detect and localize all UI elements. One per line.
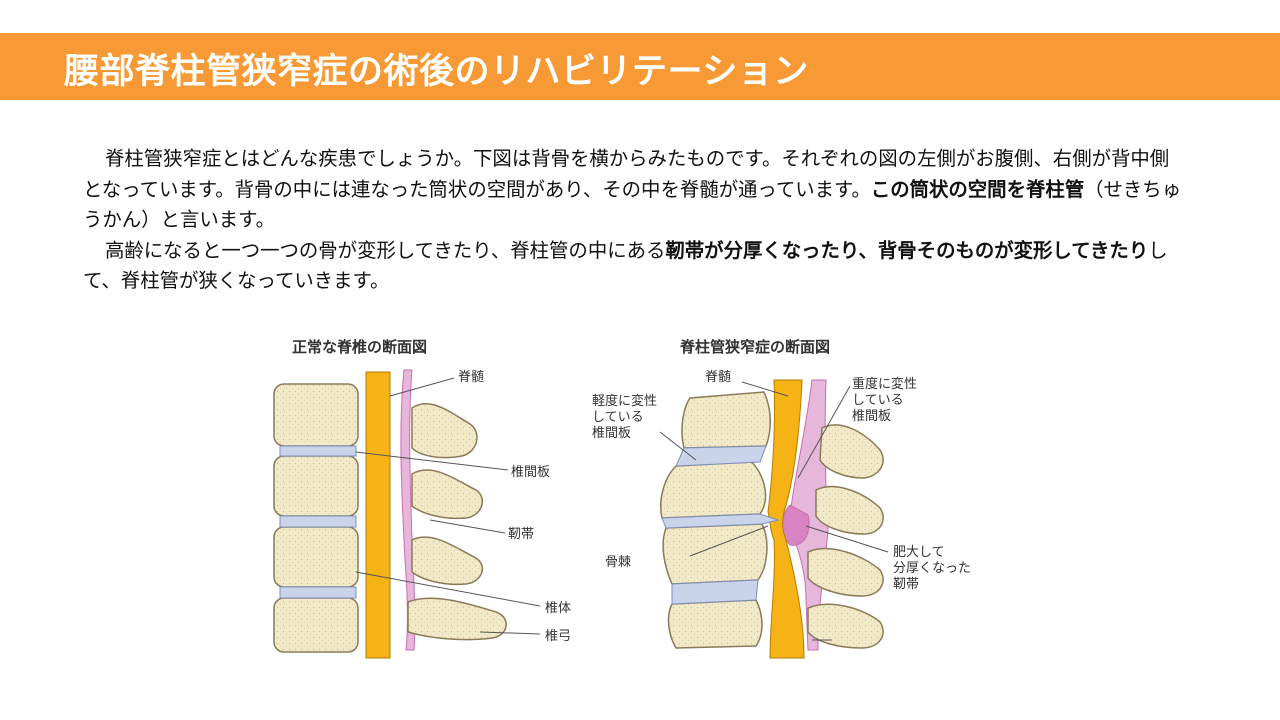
normal-disc-1 xyxy=(279,445,357,457)
normal-disc-3 xyxy=(279,586,357,599)
stenosis-label-thick-ligament: 肥大して 分厚くなった 靭帯 xyxy=(893,545,975,592)
normal-lamina-3 xyxy=(411,536,484,586)
stenosis-disc-1 xyxy=(675,445,767,467)
normal-vertebral-body-4 xyxy=(273,597,359,653)
stenosis-disc-3 xyxy=(671,579,759,605)
stenosis-disc-2 xyxy=(661,513,780,529)
p1-text: 脊柱管狭窄症とはどんな疾患でしょうか。下図は背骨を横からみたものです。それぞれの… xyxy=(83,147,1170,201)
ligament-line-2: 分厚くなった xyxy=(893,561,971,576)
paragraph-1: 脊柱管狭窄症とはどんな疾患でしょうか。下図は背骨を横からみたものです。それぞれの… xyxy=(83,144,1183,236)
normal-disc-2 xyxy=(279,515,357,528)
p2-tail: して、脊柱管が狭くなっていきます。 xyxy=(83,238,1168,293)
normal-label-vertebral-body: 椎体 xyxy=(545,601,571,616)
stenosis-lamina-3 xyxy=(807,547,884,597)
p2-text: 高齢になると一つ一つの骨が変形してきたり、脊柱管の中にある xyxy=(105,238,666,262)
stenosis-label-bone-spur: 骨棘 xyxy=(605,555,631,570)
ligament-line-3: 靭帯 xyxy=(893,577,919,592)
normal-spine-diagram: 正常な脊椎の断面図 脊髄 椎間板 靭帯 椎体 椎弓 xyxy=(273,338,571,659)
normal-spinal-cord xyxy=(365,371,391,659)
stenosis-label-spinal-cord: 脊髄 xyxy=(705,370,731,385)
stenosis-spine-diagram: 脊柱管狭窄症の断面図 脊髄 軽度に変性 xyxy=(592,338,975,659)
stenosis-vertebral-body-3 xyxy=(662,523,768,585)
stenosis-label-severe-disc: 重度に変性 している 椎間板 xyxy=(852,376,921,424)
normal-vertebral-body-1 xyxy=(273,383,359,447)
mild-disc-line-3: 椎間板 xyxy=(592,426,631,441)
normal-ligament xyxy=(400,369,416,651)
stenosis-figure-title: 脊柱管狭窄症の断面図 xyxy=(679,338,830,356)
normal-vertebral-body-2 xyxy=(273,455,359,517)
stenosis-vertebral-body-2 xyxy=(660,461,767,519)
normal-label-lamina: 椎弓 xyxy=(545,629,571,644)
stenosis-label-mild-disc: 軽度に変性 している 椎間板 xyxy=(592,393,661,441)
body-text: 脊柱管狭窄症とはどんな疾患でしょうか。下図は背骨を横からみたものです。それぞれの… xyxy=(83,144,1183,297)
normal-figure-title: 正常な脊椎の断面図 xyxy=(292,338,427,356)
stenosis-lamina-1 xyxy=(819,424,884,479)
p2-bold: 靭帯が分厚くなったり、背骨そのものが変形してきたり xyxy=(665,238,1149,262)
normal-label-ligament: 靭帯 xyxy=(508,527,534,542)
stenosis-vertebral-body-4 xyxy=(667,599,763,649)
severe-disc-line-2: している xyxy=(852,393,904,408)
normal-label-disc: 椎間板 xyxy=(511,465,550,480)
ligament-line-1: 肥大して xyxy=(893,545,945,560)
paragraph-2: 高齢になると一つ一つの骨が変形してきたり、脊柱管の中にある靭帯が分厚くなったり、… xyxy=(83,236,1183,297)
p1-bold: この筒状の空間を脊柱管 xyxy=(870,177,1085,201)
stenosis-vertebral-body-1 xyxy=(681,391,771,449)
stenosis-lamina-4 xyxy=(807,603,884,649)
p1-tail: （せきちゅうかん）と言います。 xyxy=(83,177,1182,232)
title-banner: 腰部脊柱管狭窄症の術後のリハビリテーション xyxy=(0,33,1280,100)
stenosis-lamina-2 xyxy=(815,485,884,535)
normal-label-spinal-cord: 脊髄 xyxy=(458,370,484,385)
stenosis-spinal-cord xyxy=(767,379,805,659)
severe-disc-line-3: 椎間板 xyxy=(852,409,891,424)
severe-disc-line-1: 重度に変性 xyxy=(852,376,917,392)
mild-disc-line-1: 軽度に変性 xyxy=(592,393,657,409)
slide-title: 腰部脊柱管狭窄症の術後のリハビリテーション xyxy=(64,52,809,92)
normal-lamina-1 xyxy=(411,403,478,459)
normal-lamina-4 xyxy=(407,597,507,641)
normal-vertebral-body-3 xyxy=(273,526,359,588)
normal-lamina-2 xyxy=(411,469,484,520)
mild-disc-line-2: している xyxy=(592,410,644,425)
